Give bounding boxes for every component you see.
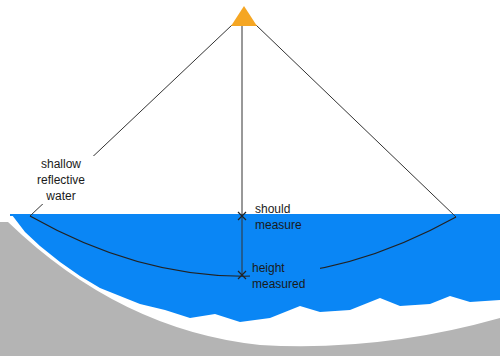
measured-arc: [30, 216, 456, 276]
measured-mark: [238, 271, 246, 279]
measured-label: height measured: [250, 260, 320, 292]
beam-right: [256, 25, 456, 217]
water-note: shallow reflective water: [28, 156, 94, 204]
beam-vertical: [242, 25, 243, 275]
should-mark: [238, 212, 246, 220]
should-measure-label: should measure: [253, 201, 319, 233]
sensor-triangle: [231, 6, 257, 26]
